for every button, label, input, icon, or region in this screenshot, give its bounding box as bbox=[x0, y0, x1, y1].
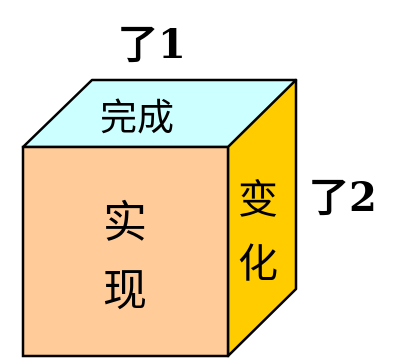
front-face-label-line1: 实 bbox=[103, 197, 147, 248]
label-le1: 了1 bbox=[118, 21, 186, 68]
front-face bbox=[21, 145, 230, 358]
label-le2: 了2 bbox=[309, 174, 377, 221]
side-face-label-line1: 变 bbox=[238, 177, 278, 223]
side-face-label-line2: 化 bbox=[238, 241, 278, 287]
top-face-label: 完成 bbox=[100, 96, 174, 139]
front-face-label-line2: 现 bbox=[103, 265, 147, 316]
